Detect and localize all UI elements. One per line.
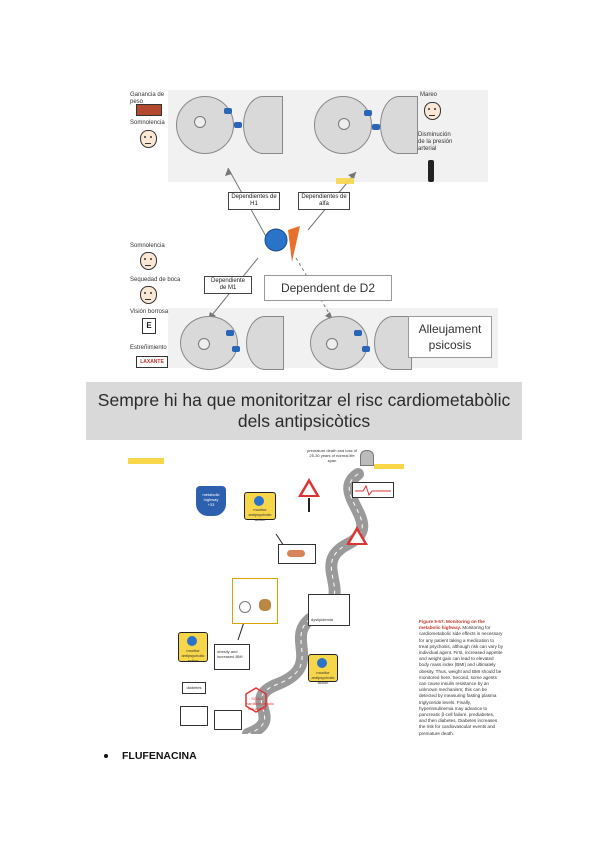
bullet-dot (104, 754, 108, 758)
side-effect-weight-gain: Ganancia de peso (130, 92, 165, 105)
warning-sign-middle (346, 526, 368, 545)
sleepy-face-icon (140, 130, 157, 148)
ecg-icon (355, 484, 391, 497)
side-effect-dizziness: Mareo (420, 92, 438, 98)
drug-icon (224, 108, 232, 114)
liver-icon (259, 599, 271, 611)
obesity-box: obesity and increased BMI (214, 644, 250, 670)
neuron-bottom-right-presynaptic (310, 316, 368, 370)
side-effect-blurred-vision: Visión borrosa (130, 309, 169, 315)
drug-icon (362, 346, 370, 352)
drug-icon (187, 636, 197, 646)
scale-icon (136, 104, 162, 116)
eye-chart-icon: E (142, 318, 156, 334)
diabetes-box: diabetes (182, 682, 206, 694)
laxative-icon: LAXANTE (136, 356, 168, 368)
neuron-bottom-right-postsynaptic (374, 316, 412, 370)
dry-mouth-face-icon (140, 286, 157, 304)
drug-icon (317, 658, 327, 668)
scale-sign (180, 706, 208, 726)
bullet-item: FLUFENACINA (104, 750, 197, 762)
drug-icon (354, 330, 362, 336)
stop-sign: SGAs/ cardiometabolic risk ahead (246, 696, 275, 711)
label-alpha: Dependientes de alfa (298, 192, 350, 210)
drug-icon (232, 346, 240, 352)
drug-icon (226, 330, 234, 336)
pancreas-icon (287, 550, 305, 557)
label-m1: Dependiente de M1 (204, 276, 252, 294)
highway-sign-number: +33 (207, 502, 215, 507)
premature-death-note: premature death and loss of 25-30 years … (307, 448, 357, 463)
monitor-box-3: monitor antipsychotic action (308, 654, 338, 685)
vesicle (198, 338, 210, 350)
dyslipidemia-box: dyslipidemia (308, 594, 350, 626)
weight-sign (214, 710, 242, 730)
metabolic-highway-figure: premature death and loss of 25-30 years … (128, 444, 503, 736)
monitor-label-2: monitor antipsychotic action (181, 648, 205, 663)
blood-pressure-gauge-icon (428, 160, 434, 182)
drug-icon (364, 110, 372, 116)
sleepy-face-icon (140, 252, 157, 270)
caption-body: Monitoring for cardiometabolic side effe… (419, 625, 504, 736)
figure-caption: Figure 5-57. Monitoring on the metabolic… (419, 619, 503, 737)
neuron-right-postsynaptic (380, 96, 418, 154)
cardiometabolic-banner: Sempre hi ha que monitoritzar el risc ca… (86, 382, 522, 440)
neuron-left-postsynaptic (243, 96, 283, 154)
vesicle (326, 338, 338, 350)
neuron-bottom-left-postsynaptic (246, 316, 284, 370)
monitor-label-1: monitor antipsychotic action (248, 507, 272, 522)
vesicle (338, 118, 350, 130)
obesity-label: obesity and increased BMI (217, 649, 243, 659)
tombstone-icon (360, 450, 374, 466)
monitor-box-1: monitor antipsychotic action (244, 492, 276, 522)
pancreas-sign (278, 544, 316, 564)
vesicle (194, 116, 206, 128)
monitor-label-3: monitor antipsychotic action (311, 670, 335, 685)
sign-post (308, 498, 310, 512)
warning-sign-top (298, 478, 320, 497)
caption-title: Figure 5-57. Monitoring on the metabolic… (419, 619, 485, 631)
side-effect-constipation: Estreñimiento (130, 345, 167, 351)
side-effect-dry-mouth: Sequedad de boca (130, 277, 181, 283)
side-effect-drowsiness-bottom: Somnolencia (130, 243, 165, 249)
side-effect-low-blood-pressure: Disminución de la presión arterial (418, 132, 453, 152)
drug-icon (254, 496, 264, 506)
drug-icon (234, 122, 242, 128)
diabetes-label: diabetes (186, 685, 202, 690)
insulin-resistance-box (232, 578, 278, 624)
bullet-text: FLUFENACINA (122, 750, 197, 762)
label-d2: Dependent de D2 (264, 275, 392, 301)
drug-icon (372, 124, 380, 130)
ecg-sign (352, 482, 394, 498)
side-effect-drowsiness-top: Somnolencia (130, 120, 165, 126)
dizzy-face-icon (424, 102, 441, 120)
fat-cell-icon (239, 601, 251, 613)
label-psychosis-relief: Alleujament psicosis (408, 316, 492, 358)
label-h1: Dependientes de H1 (228, 192, 280, 210)
highway-sign-title: metabolic highway (202, 492, 220, 502)
monitor-box-2: monitor antipsychotic action (178, 632, 208, 663)
metabolic-highway-sign: metabolic highway +33 (196, 486, 226, 516)
receptor-diagram: Ganancia de peso Somnolencia Mareo Dismi… (128, 90, 500, 372)
dyslipidemia-label: dyslipidemia (311, 617, 334, 622)
